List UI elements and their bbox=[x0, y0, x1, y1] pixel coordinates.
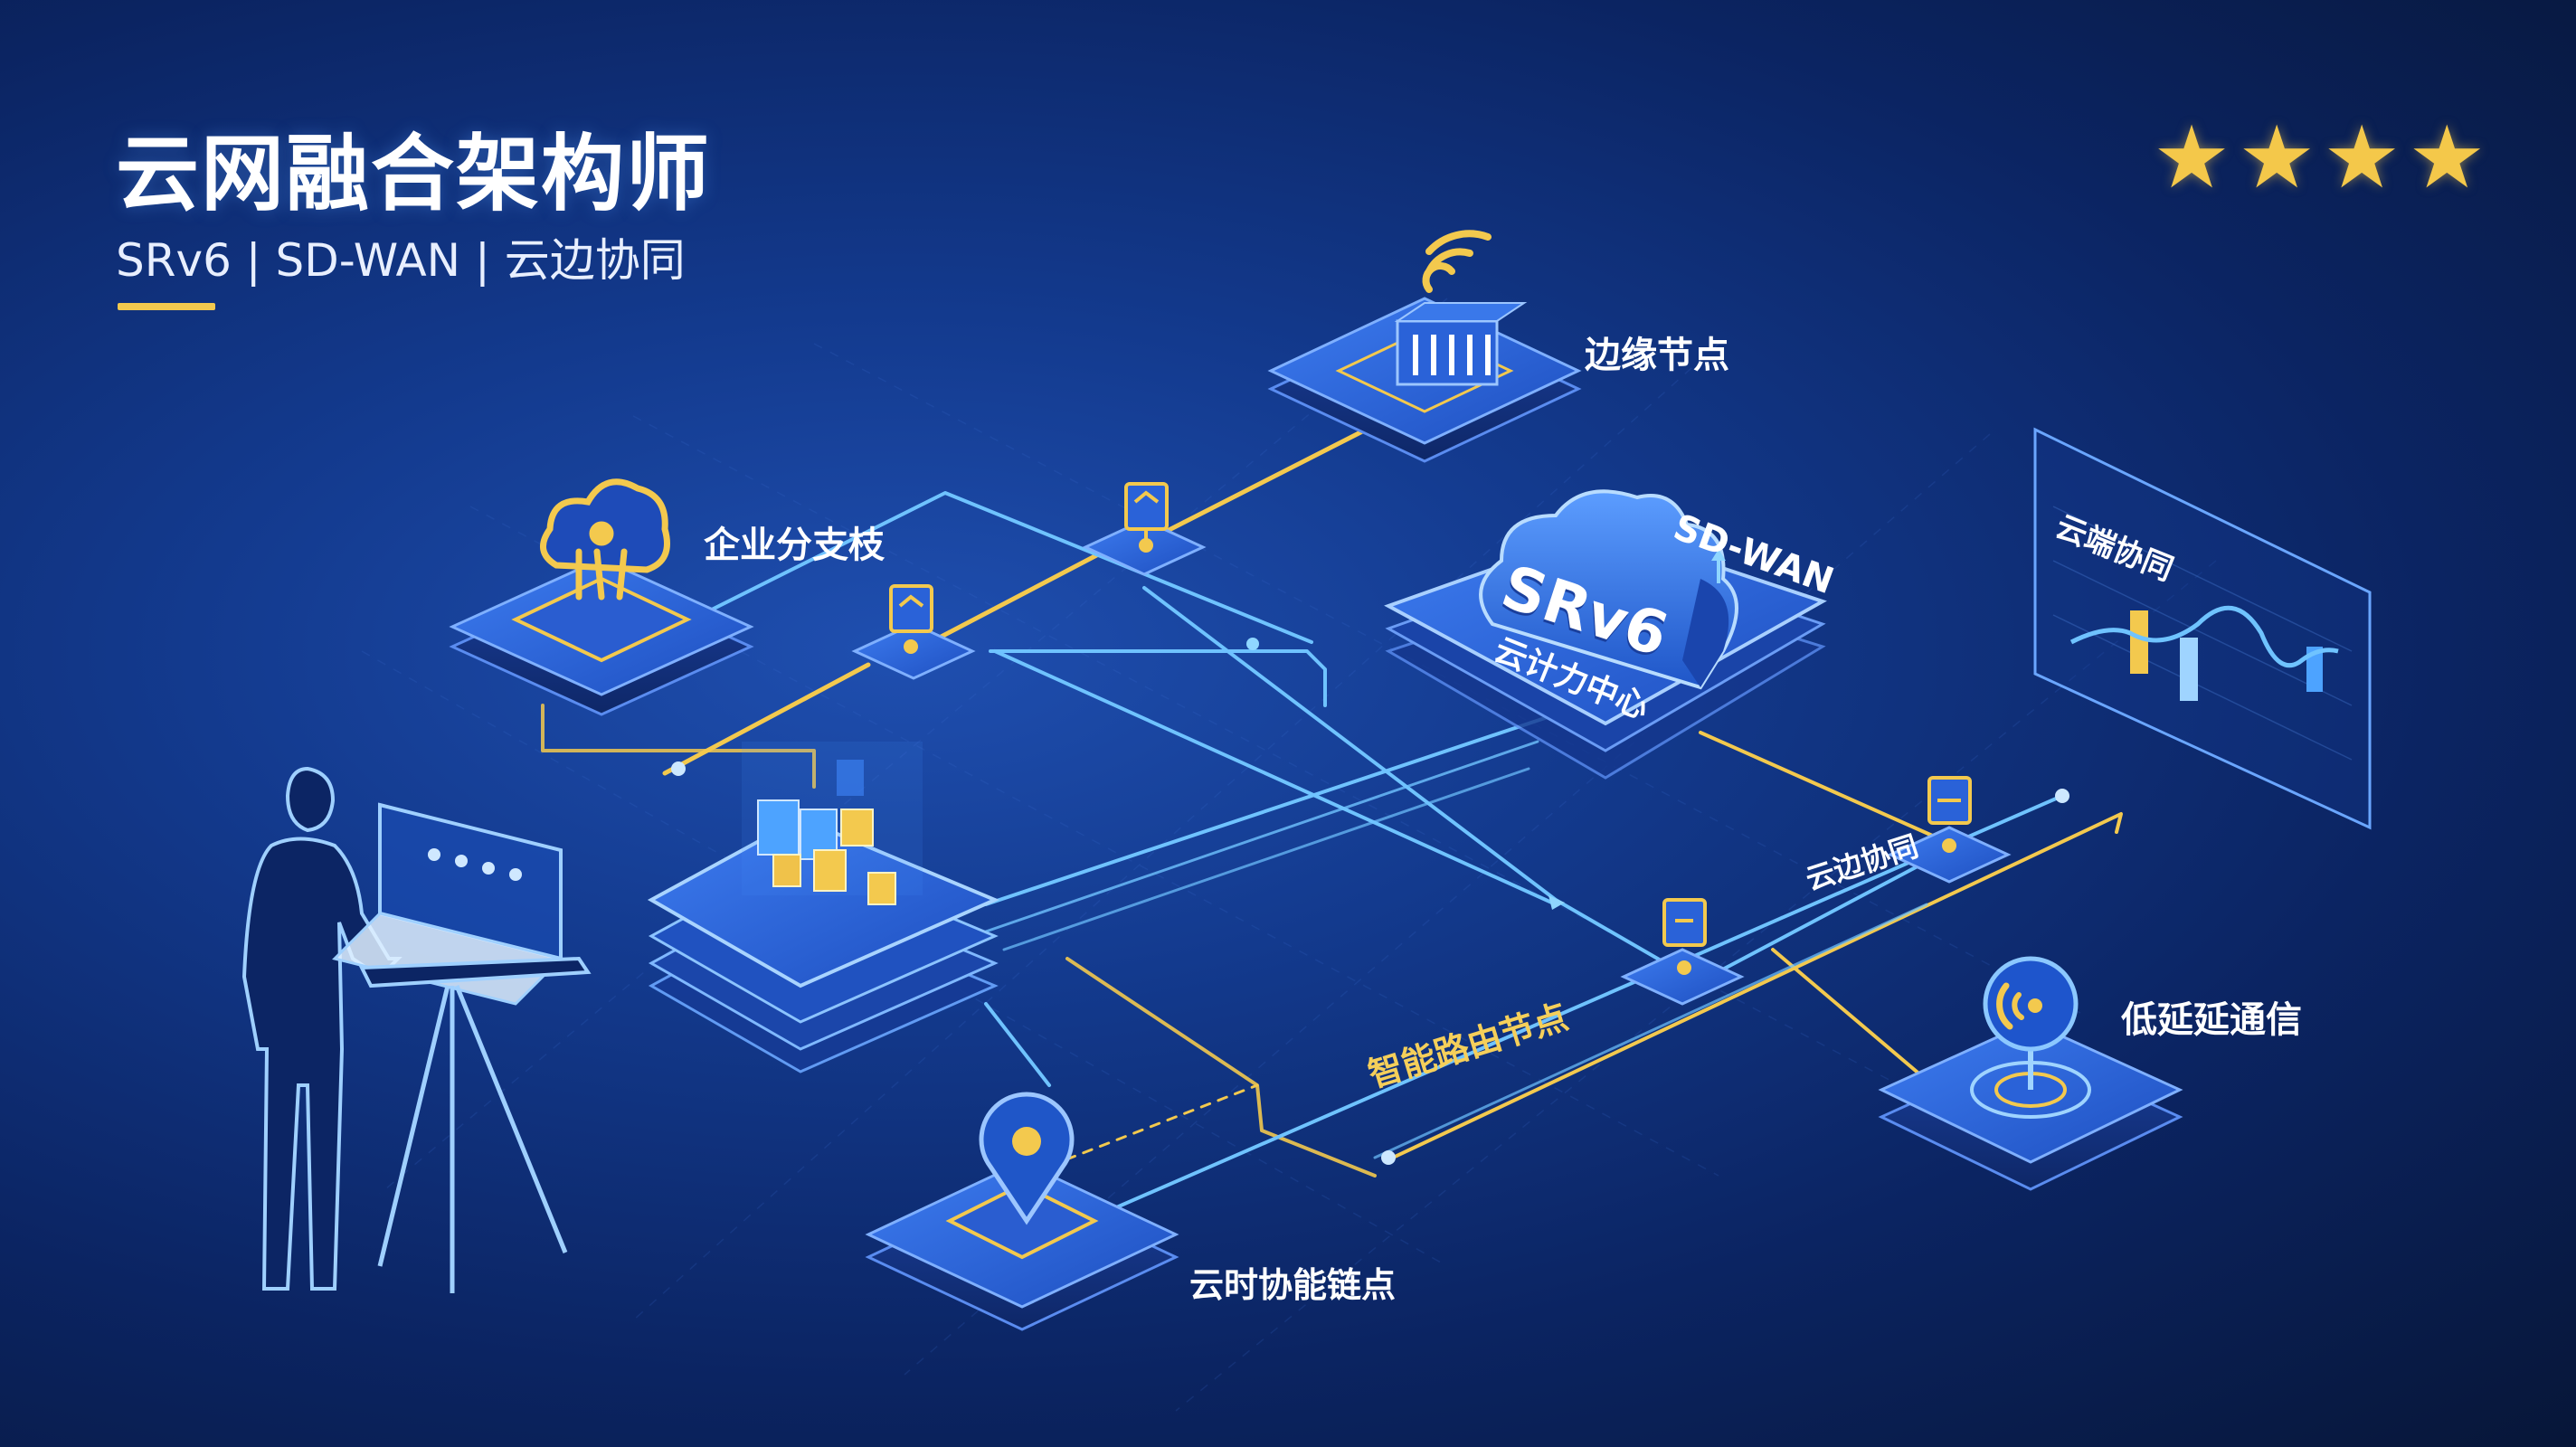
link-lowlatency-gold bbox=[1771, 948, 1924, 1078]
cloud-icon bbox=[1479, 489, 1738, 690]
cloud-edge-panel bbox=[2033, 427, 2372, 830]
star-rating: ★★★★ bbox=[2153, 107, 2494, 208]
cloud-link-node[interactable] bbox=[865, 1092, 1179, 1331]
link-blue-5 bbox=[984, 713, 1558, 906]
title-underline bbox=[118, 303, 215, 310]
branch-node[interactable] bbox=[449, 478, 754, 716]
server-stack-icon bbox=[757, 760, 896, 905]
relay-node-1[interactable] bbox=[1082, 482, 1207, 576]
link-node2-to-dc bbox=[662, 662, 871, 776]
wifi-building-icon bbox=[1394, 230, 1528, 386]
relay-node-2[interactable] bbox=[851, 584, 976, 680]
link-blue-3 bbox=[993, 649, 1558, 906]
link-blue-10 bbox=[1699, 857, 1933, 983]
link-blue-11 bbox=[1373, 903, 1928, 1159]
link-node1-to-node2 bbox=[911, 549, 1106, 654]
link-blue-1 bbox=[663, 491, 1313, 644]
link-blue-8 bbox=[984, 1002, 1051, 1087]
link-blue-9 bbox=[1084, 794, 2064, 1223]
shield-node-icon bbox=[889, 584, 933, 654]
link-blue-7 bbox=[1002, 767, 1530, 951]
link-to-lowlatency bbox=[1391, 812, 2123, 1159]
label-edge-node: 边缘节点 bbox=[1585, 335, 1729, 376]
shield-node-icon bbox=[1927, 776, 1972, 853]
label-low-latency: 低延延通信 bbox=[2121, 999, 2302, 1041]
relay-node-3[interactable] bbox=[1887, 776, 2012, 884]
label-branch: 企业分支枝 bbox=[704, 525, 885, 566]
link-branch-loop bbox=[541, 704, 816, 789]
page-subtitle: SRv6 | SD-WAN | 云边协同 bbox=[116, 234, 686, 287]
person-silhouette-icon bbox=[242, 766, 402, 1291]
data-center-stack[interactable] bbox=[647, 742, 1000, 1073]
low-latency-node[interactable] bbox=[1878, 956, 2183, 1191]
shield-node-icon bbox=[1124, 482, 1169, 553]
location-pin-icon bbox=[979, 1092, 1075, 1225]
panel-chart bbox=[2069, 605, 2339, 701]
cloud-chip-icon bbox=[540, 478, 670, 601]
link-srv6-to-smartroute bbox=[1699, 731, 1946, 843]
link-smartroute-gold bbox=[1065, 957, 1377, 1177]
laptop-icon bbox=[332, 802, 592, 1293]
link-blue-2 bbox=[989, 649, 1327, 707]
signal-target-icon bbox=[1970, 956, 2091, 1119]
link-blue-6 bbox=[984, 740, 1539, 933]
shield-node-icon bbox=[1662, 898, 1707, 975]
edge-node[interactable] bbox=[1267, 230, 1582, 463]
relay-node-4[interactable] bbox=[1620, 898, 1745, 1006]
link-edge-to-node1 bbox=[1141, 422, 1378, 545]
page-title: 云网融合架构师 bbox=[116, 126, 712, 222]
label-cloud-link: 云时协能链点 bbox=[1189, 1265, 1397, 1305]
srv6-cloud-center[interactable] bbox=[1384, 489, 1827, 780]
